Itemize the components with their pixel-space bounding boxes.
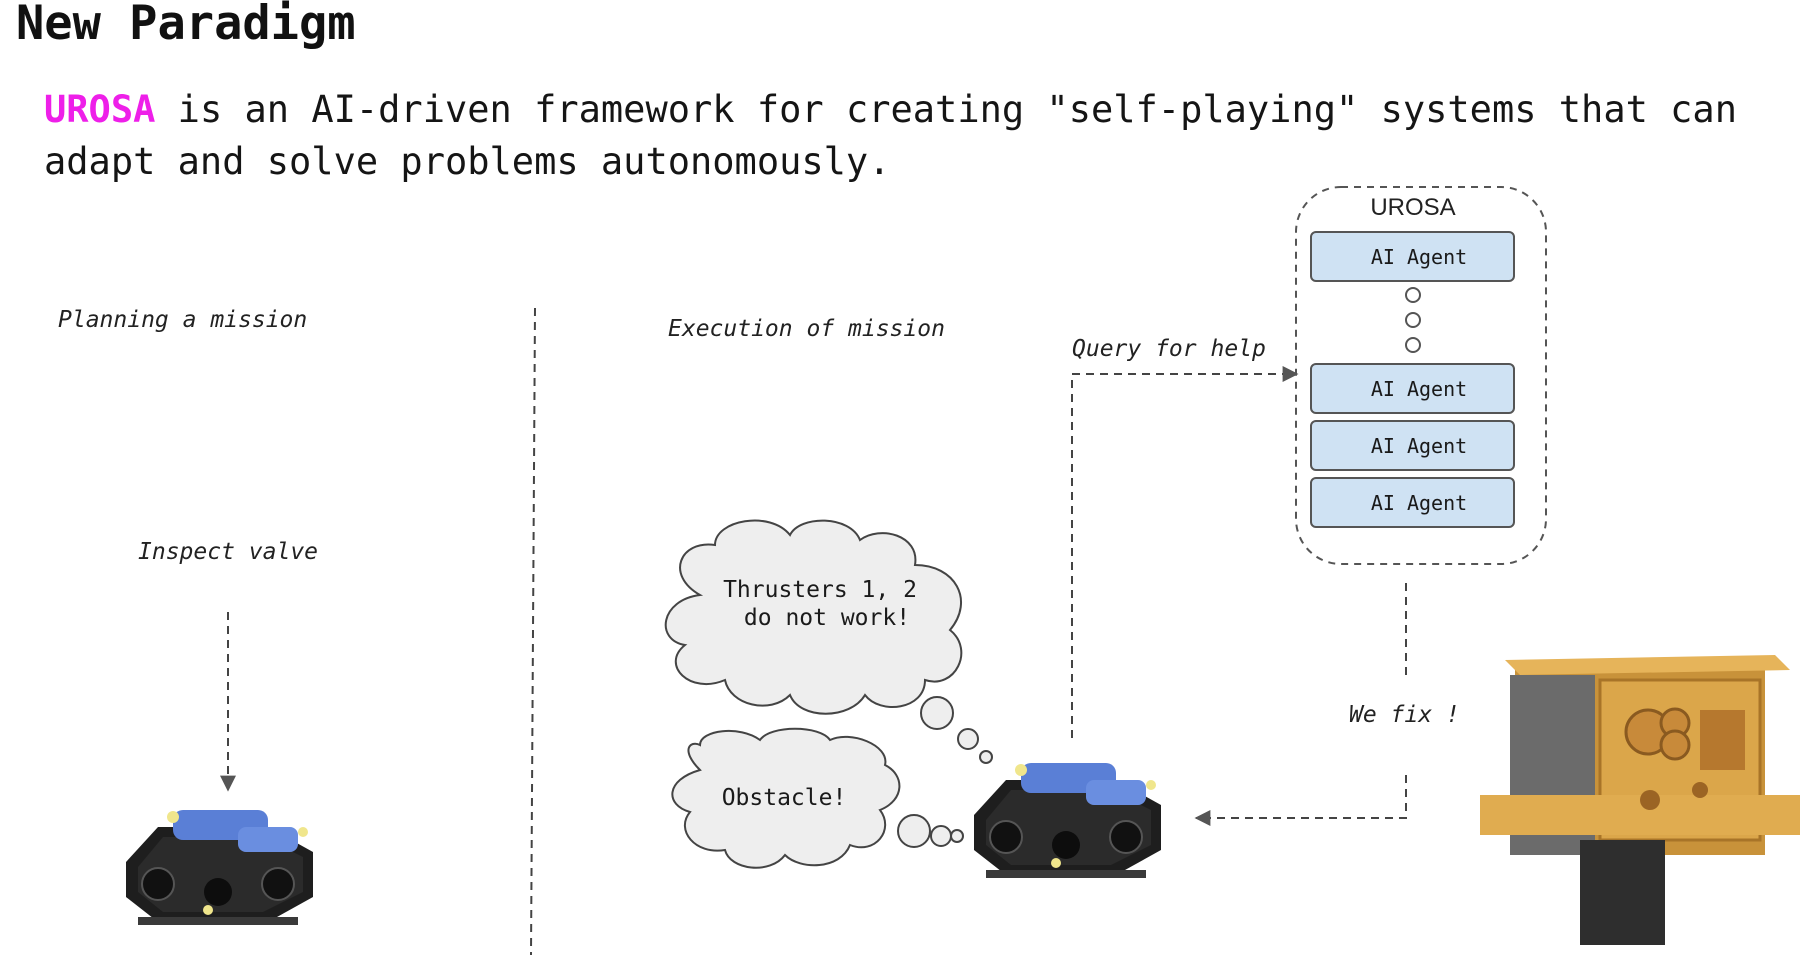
fix-label: We fix ! [1349, 702, 1460, 728]
rov-robot-image [973, 762, 1162, 879]
ai-agent-label: AI Agent [1371, 245, 1467, 269]
thought-bubble [930, 825, 952, 847]
thought-bubble [950, 829, 964, 843]
ellipsis-dot [1405, 337, 1421, 353]
cloud-2-text: Obstacle! [722, 785, 847, 811]
section-planning-label: Planning a mission [58, 307, 307, 333]
ai-agent-label: AI Agent [1371, 377, 1467, 401]
ai-agent-box [1310, 363, 1515, 414]
ai-agent-box [1310, 477, 1515, 528]
thought-bubble [920, 696, 954, 730]
urosa-box: UROSA AI Agent AI Agent AI Agent AI Agen… [1295, 186, 1547, 565]
cloud-1-line-2: do not work! [744, 605, 910, 631]
ellipsis-dot [1405, 287, 1421, 303]
page-title: New Paradigm [16, 0, 356, 51]
thought-bubble [957, 728, 979, 750]
ai-agent-box [1310, 420, 1515, 471]
fix-arrow [1194, 775, 1407, 826]
thought-cloud-2: Obstacle! [671, 727, 901, 869]
section-execution-label: Execution of mission [668, 316, 945, 342]
subsea-device-image [1480, 655, 1800, 945]
ellipsis-dot [1405, 312, 1421, 328]
ai-agent-box [1310, 231, 1515, 282]
intro-description: is an AI-driven framework for creating "… [44, 88, 1737, 183]
divider-line [530, 307, 536, 956]
ai-agent-label: AI Agent [1371, 491, 1467, 515]
rov-robot-image [125, 809, 314, 926]
query-arrow [1071, 366, 1299, 738]
query-label: Query for help [1072, 336, 1266, 362]
cloud-1-line-1: Thrusters 1, 2 [723, 577, 917, 603]
thought-cloud-1: Thrusters 1, 2 do not work! [664, 519, 963, 715]
thought-bubble [897, 814, 931, 848]
planning-task-label: Inspect valve [138, 539, 318, 565]
intro-text: UROSA is an AI-driven framework for crea… [44, 84, 1804, 188]
urosa-box-title: UROSA [1370, 194, 1455, 221]
ai-agent-label: AI Agent [1371, 434, 1467, 458]
thought-bubble [979, 750, 993, 764]
brand-name: UROSA [44, 88, 156, 131]
